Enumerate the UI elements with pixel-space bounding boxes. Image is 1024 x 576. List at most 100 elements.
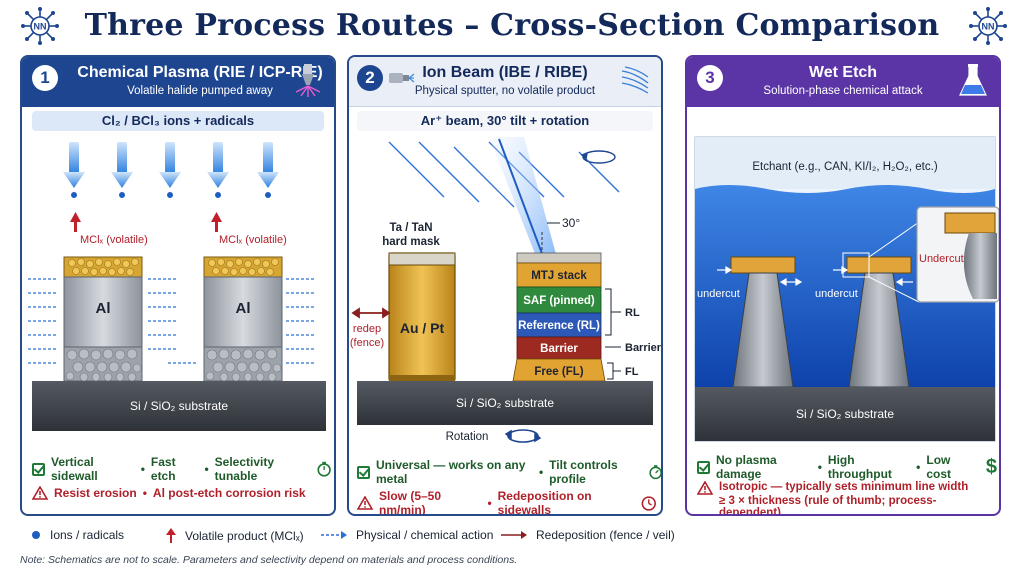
undercut-label: undercut	[815, 288, 858, 300]
redep-label: (fence)	[350, 337, 384, 349]
nn-network-logo-icon: NN	[21, 7, 59, 45]
rotation-arrow-icon	[580, 150, 616, 164]
stack-layer	[516, 286, 602, 314]
al-block: Al	[63, 256, 143, 382]
stack-layer-label: Free (FL)	[534, 366, 583, 378]
clock-icon	[642, 495, 657, 511]
volatile-product-arrows	[70, 212, 222, 232]
panel-subtitle: Volatile halide pumped away	[127, 85, 273, 97]
block-label: Al	[236, 300, 251, 317]
mask-label: hard mask	[382, 236, 440, 248]
au-pt-pillar: Au / Pt	[388, 252, 456, 382]
undercut-pillar	[730, 256, 796, 388]
title-bar: Three Process Routes – Cross-Section Com…	[0, 0, 1024, 50]
al-block: Al	[203, 256, 283, 382]
stack-layer	[516, 262, 602, 288]
wet-etch-cross-section: Etchant (e.g., CAN, KI/I₂, H₂O₂, etc.) u…	[694, 136, 999, 442]
dollar-icon: $	[985, 455, 997, 478]
plasma-nozzle-icon	[295, 64, 321, 97]
mtj-stack: MTJ stack SAF (pinned) Reference (RL) Ba…	[512, 252, 606, 382]
stack-layer-label: Barrier	[540, 343, 578, 355]
svg-text:NN: NN	[34, 22, 47, 32]
stack-layer-label: SAF (pinned)	[523, 295, 595, 307]
undercut-pillar	[846, 256, 912, 388]
product-label: MClₓ (volatile)	[80, 234, 148, 246]
panel-header: 1 Chemical Plasma (RIE / ICP-RIE) Volati…	[22, 57, 334, 107]
side-label: FL	[625, 366, 639, 378]
panel-header: 3 Wet Etch Solution-phase chemical attac…	[687, 57, 999, 107]
ion-gun-icon	[389, 73, 415, 83]
cons-row: Resist erosion• Al post-etch corrosion r…	[32, 486, 332, 500]
up-arrow-icon	[166, 528, 176, 543]
stack-layer-label: MTJ stack	[531, 270, 587, 282]
rotation-label: Rotation	[446, 431, 489, 443]
ion-beam-cross-section: 30° Ta / TaN hard mask Au / Pt redep (fe…	[350, 137, 662, 443]
warning-icon	[357, 496, 373, 510]
panel-chemical-plasma: 1 Chemical Plasma (RIE / ICP-RIE) Volati…	[20, 55, 336, 516]
panel-ion-beam: 2 Ion Beam (IBE / RIBE) Physical sputter…	[347, 55, 663, 516]
species-label: Ar⁺ beam, 30° tilt + rotation	[357, 111, 653, 131]
check-icon	[357, 465, 370, 479]
panel-header: 2 Ion Beam (IBE / RIBE) Physical sputter…	[349, 57, 661, 107]
mask-label: Ta / TaN	[389, 222, 432, 234]
undercut-label: undercut	[697, 288, 740, 300]
pillar-label: Au / Pt	[400, 320, 445, 336]
undercut-zoom-inset: Undercut	[916, 206, 999, 303]
redep-label: redep	[353, 323, 381, 335]
side-label: Barrier	[625, 342, 662, 354]
substrate-label: Si / SiO₂ substrate	[796, 407, 894, 421]
check-icon	[32, 462, 45, 476]
panel-title: Chemical Plasma (RIE / ICP-RIE)	[77, 64, 323, 81]
substrate	[32, 381, 326, 431]
legend-item: Volatile product (MClₓ)	[165, 528, 304, 544]
zoom-label: Undercut	[919, 253, 964, 265]
pros-row: Universal — works on any metal• Tilt con…	[357, 458, 661, 486]
redeposition-arrow	[351, 307, 391, 319]
redep-arrow-icon	[501, 531, 527, 539]
check-icon	[697, 460, 710, 474]
flask-icon	[959, 64, 987, 96]
step-number-badge: 3	[697, 65, 723, 91]
cons-row: Slow (5–50 nm/min)• Redeposition on side…	[357, 489, 657, 514]
stack-layer-label: Reference (RL)	[518, 320, 600, 332]
ion-dot-icon	[32, 531, 40, 539]
substrate-label: Si / SiO₂ substrate	[130, 399, 228, 413]
stopwatch-icon	[317, 461, 331, 477]
stopwatch-icon	[649, 465, 661, 480]
side-label: RL	[625, 307, 640, 319]
pros-row: No plasma damage• High throughput• Low c…	[697, 453, 997, 481]
side-action-arrows	[28, 278, 316, 364]
substrate	[695, 387, 995, 441]
legend-item: Physical / chemical action	[320, 528, 493, 542]
page-title: Three Process Routes – Cross-Section Com…	[84, 7, 940, 43]
block-label: Al	[96, 300, 111, 317]
product-label: MClₓ (volatile)	[219, 234, 287, 246]
legend-item: Redeposition (fence / veil)	[500, 528, 675, 542]
warning-icon	[697, 481, 713, 495]
panel-subtitle: Physical sputter, no volatile product	[414, 85, 596, 97]
plasma-cross-section: MClₓ (volatile) MClₓ (volatile) Al	[28, 142, 326, 431]
dashed-arrow-icon	[321, 531, 347, 539]
species-label: Cl₂ / BCl₃ ions + radicals	[32, 111, 324, 131]
nn-network-logo-icon: NN	[969, 7, 1007, 45]
panel-subtitle: Solution-phase chemical attack	[763, 85, 923, 97]
cons-row: Isotropic — typically sets minimum line …	[697, 481, 997, 514]
legend: Ions / radicals Volatile product (MClₓ) …	[20, 526, 1010, 546]
ion-arrows	[63, 142, 279, 198]
panel-title: Wet Etch	[808, 64, 878, 81]
legend-item: Ions / radicals	[30, 528, 124, 542]
angle-label: 30°	[562, 216, 580, 230]
svg-text:NN: NN	[982, 22, 995, 32]
warning-icon	[32, 486, 48, 500]
panel-wet-etch: 3 Wet Etch Solution-phase chemical attac…	[685, 55, 1001, 516]
step-number-badge: 1	[32, 65, 58, 91]
rotation-arrow-icon	[504, 429, 542, 443]
substrate	[357, 381, 653, 425]
pros-row: Vertical sidewall• Fast etch• Selectivit…	[32, 455, 332, 483]
substrate-label: Si / SiO₂ substrate	[456, 396, 554, 410]
etchant-label: Etchant (e.g., CAN, KI/I₂, H₂O₂, etc.)	[752, 161, 937, 173]
footnote: Note: Schematics are not to scale. Param…	[20, 554, 518, 566]
panel-title: Ion Beam (IBE / RIBE)	[422, 64, 588, 81]
step-number-badge: 2	[357, 65, 383, 91]
beam-lines-icon	[621, 66, 649, 94]
